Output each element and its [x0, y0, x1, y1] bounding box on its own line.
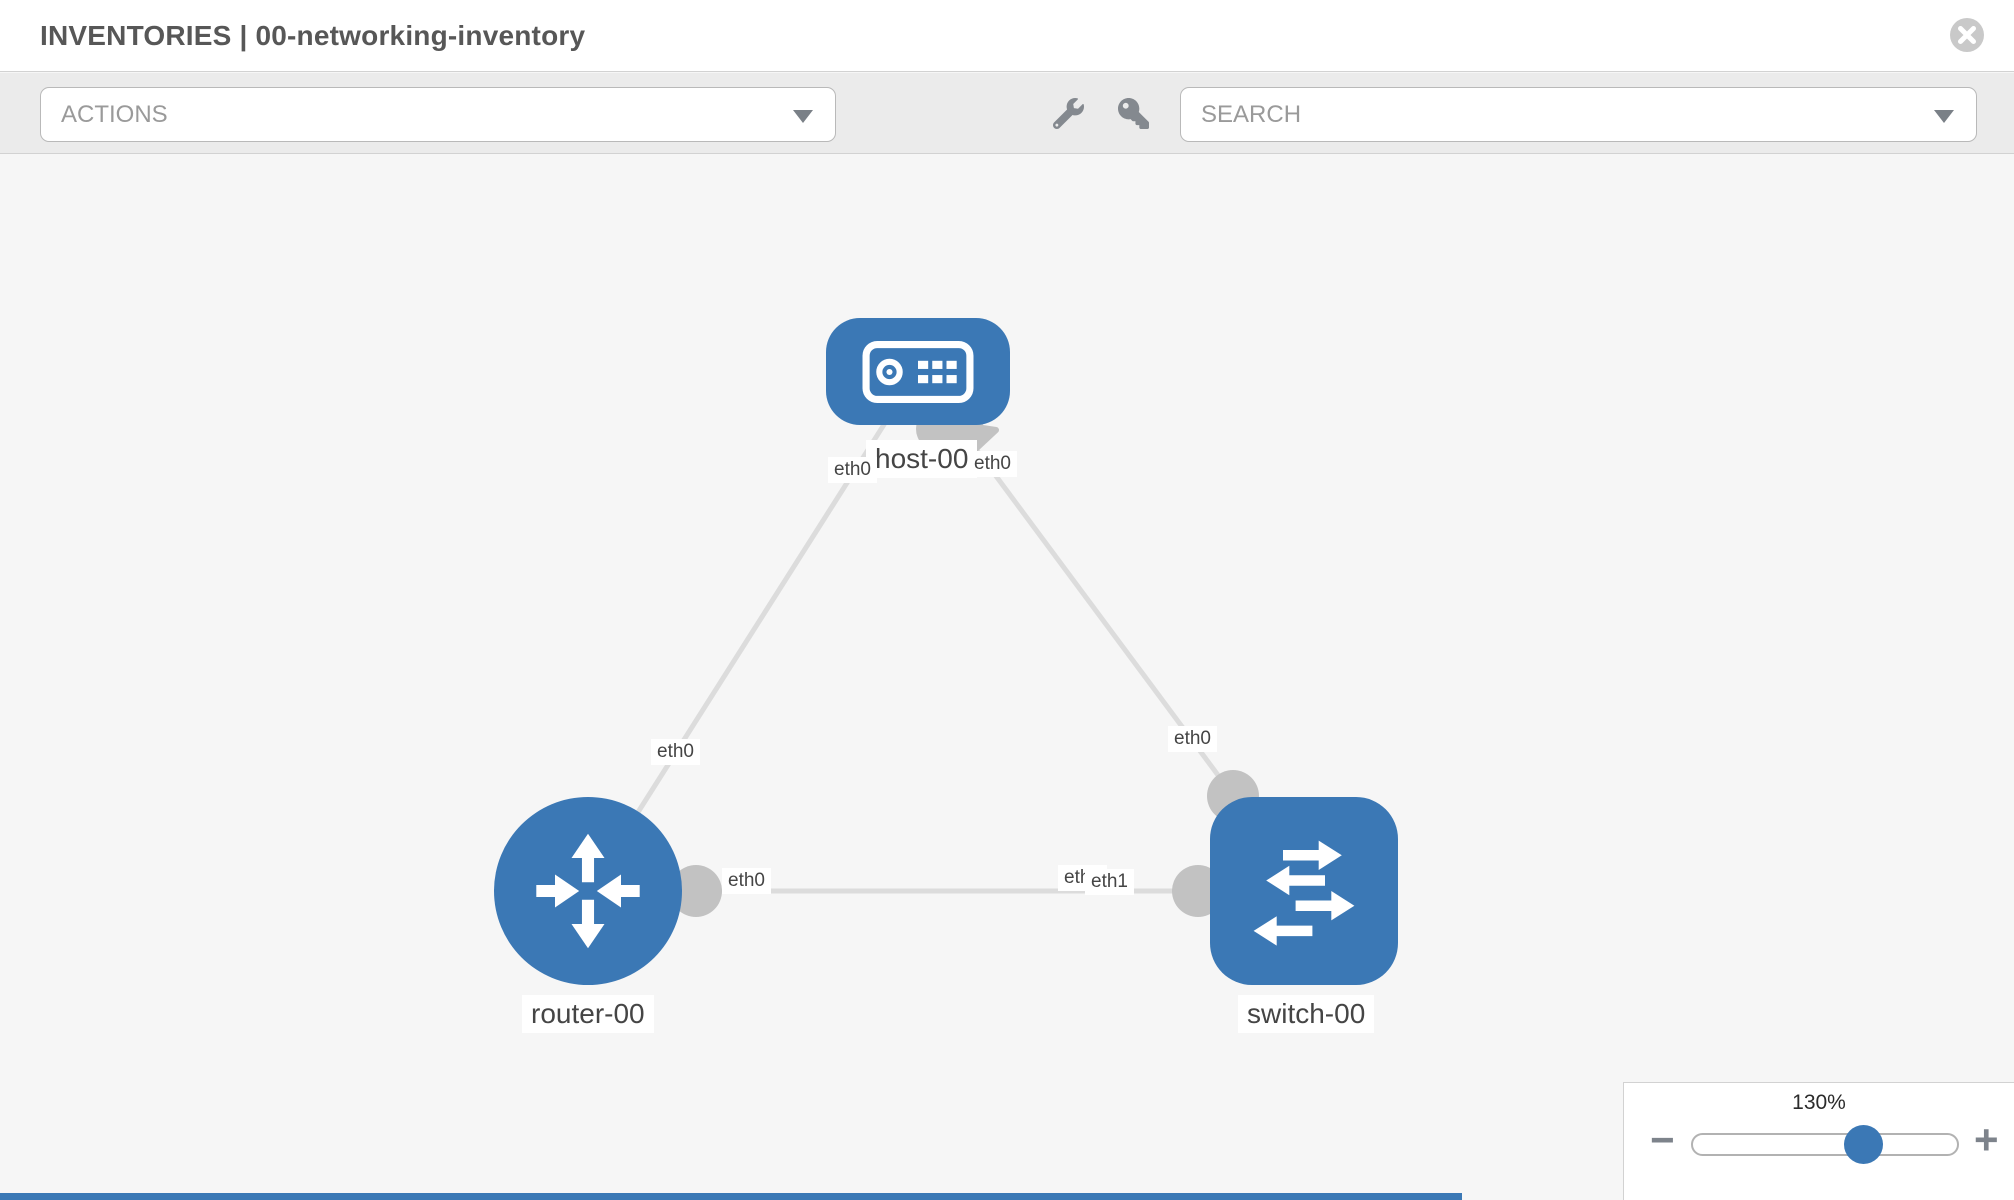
zoom-in-button[interactable]: + — [1974, 1116, 1999, 1163]
key-button[interactable] — [1104, 84, 1162, 142]
toolbar: ACTIONS SEARCH — [0, 73, 2014, 154]
node-router-00[interactable] — [494, 797, 682, 985]
zoom-slider-track[interactable] — [1691, 1133, 1959, 1156]
iface-label-router-uplink: eth0 — [651, 739, 700, 765]
node-label-host: host-00 — [866, 440, 978, 478]
switch-icon — [1253, 840, 1355, 946]
key-icon — [1117, 97, 1149, 129]
zoom-percentage: 130% — [1792, 1091, 1846, 1114]
chevron-down-icon — [793, 109, 813, 123]
search-dropdown[interactable]: SEARCH — [1180, 87, 1977, 142]
node-label-switch: switch-00 — [1238, 995, 1375, 1033]
zoom-panel: 130% − + — [1623, 1082, 2014, 1200]
zoom-slider-handle[interactable] — [1844, 1125, 1883, 1164]
close-button[interactable] — [1948, 16, 1986, 54]
close-icon — [1950, 18, 1984, 52]
wrench-icon — [1052, 97, 1084, 129]
page-title: INVENTORIES | 00-networking-inventory — [40, 20, 586, 51]
node-host-00[interactable] — [826, 318, 1010, 425]
actions-dropdown[interactable]: ACTIONS — [40, 87, 836, 142]
chevron-down-icon — [1934, 109, 1954, 123]
host-icon — [862, 340, 974, 403]
header-bar: INVENTORIES | 00-networking-inventory — [0, 0, 2014, 72]
wrench-button[interactable] — [1039, 84, 1097, 142]
iface-label-host-left: eth0 — [828, 457, 877, 483]
iface-label-router-right: eth0 — [722, 868, 771, 894]
iface-label-host-right: eth0 — [968, 451, 1017, 477]
node-switch-00[interactable] — [1210, 797, 1398, 985]
interface-dot — [670, 865, 722, 917]
zoom-out-button[interactable]: − — [1650, 1116, 1675, 1163]
iface-label-switch-uplink: eth0 — [1168, 726, 1217, 752]
node-label-router: router-00 — [522, 995, 654, 1033]
search-dropdown-label: SEARCH — [1201, 100, 1302, 128]
actions-dropdown-label: ACTIONS — [61, 100, 168, 128]
router-icon — [536, 833, 640, 949]
bottom-accent-bar — [0, 1193, 1462, 1200]
iface-label-switch-left: eth1 — [1085, 869, 1134, 895]
